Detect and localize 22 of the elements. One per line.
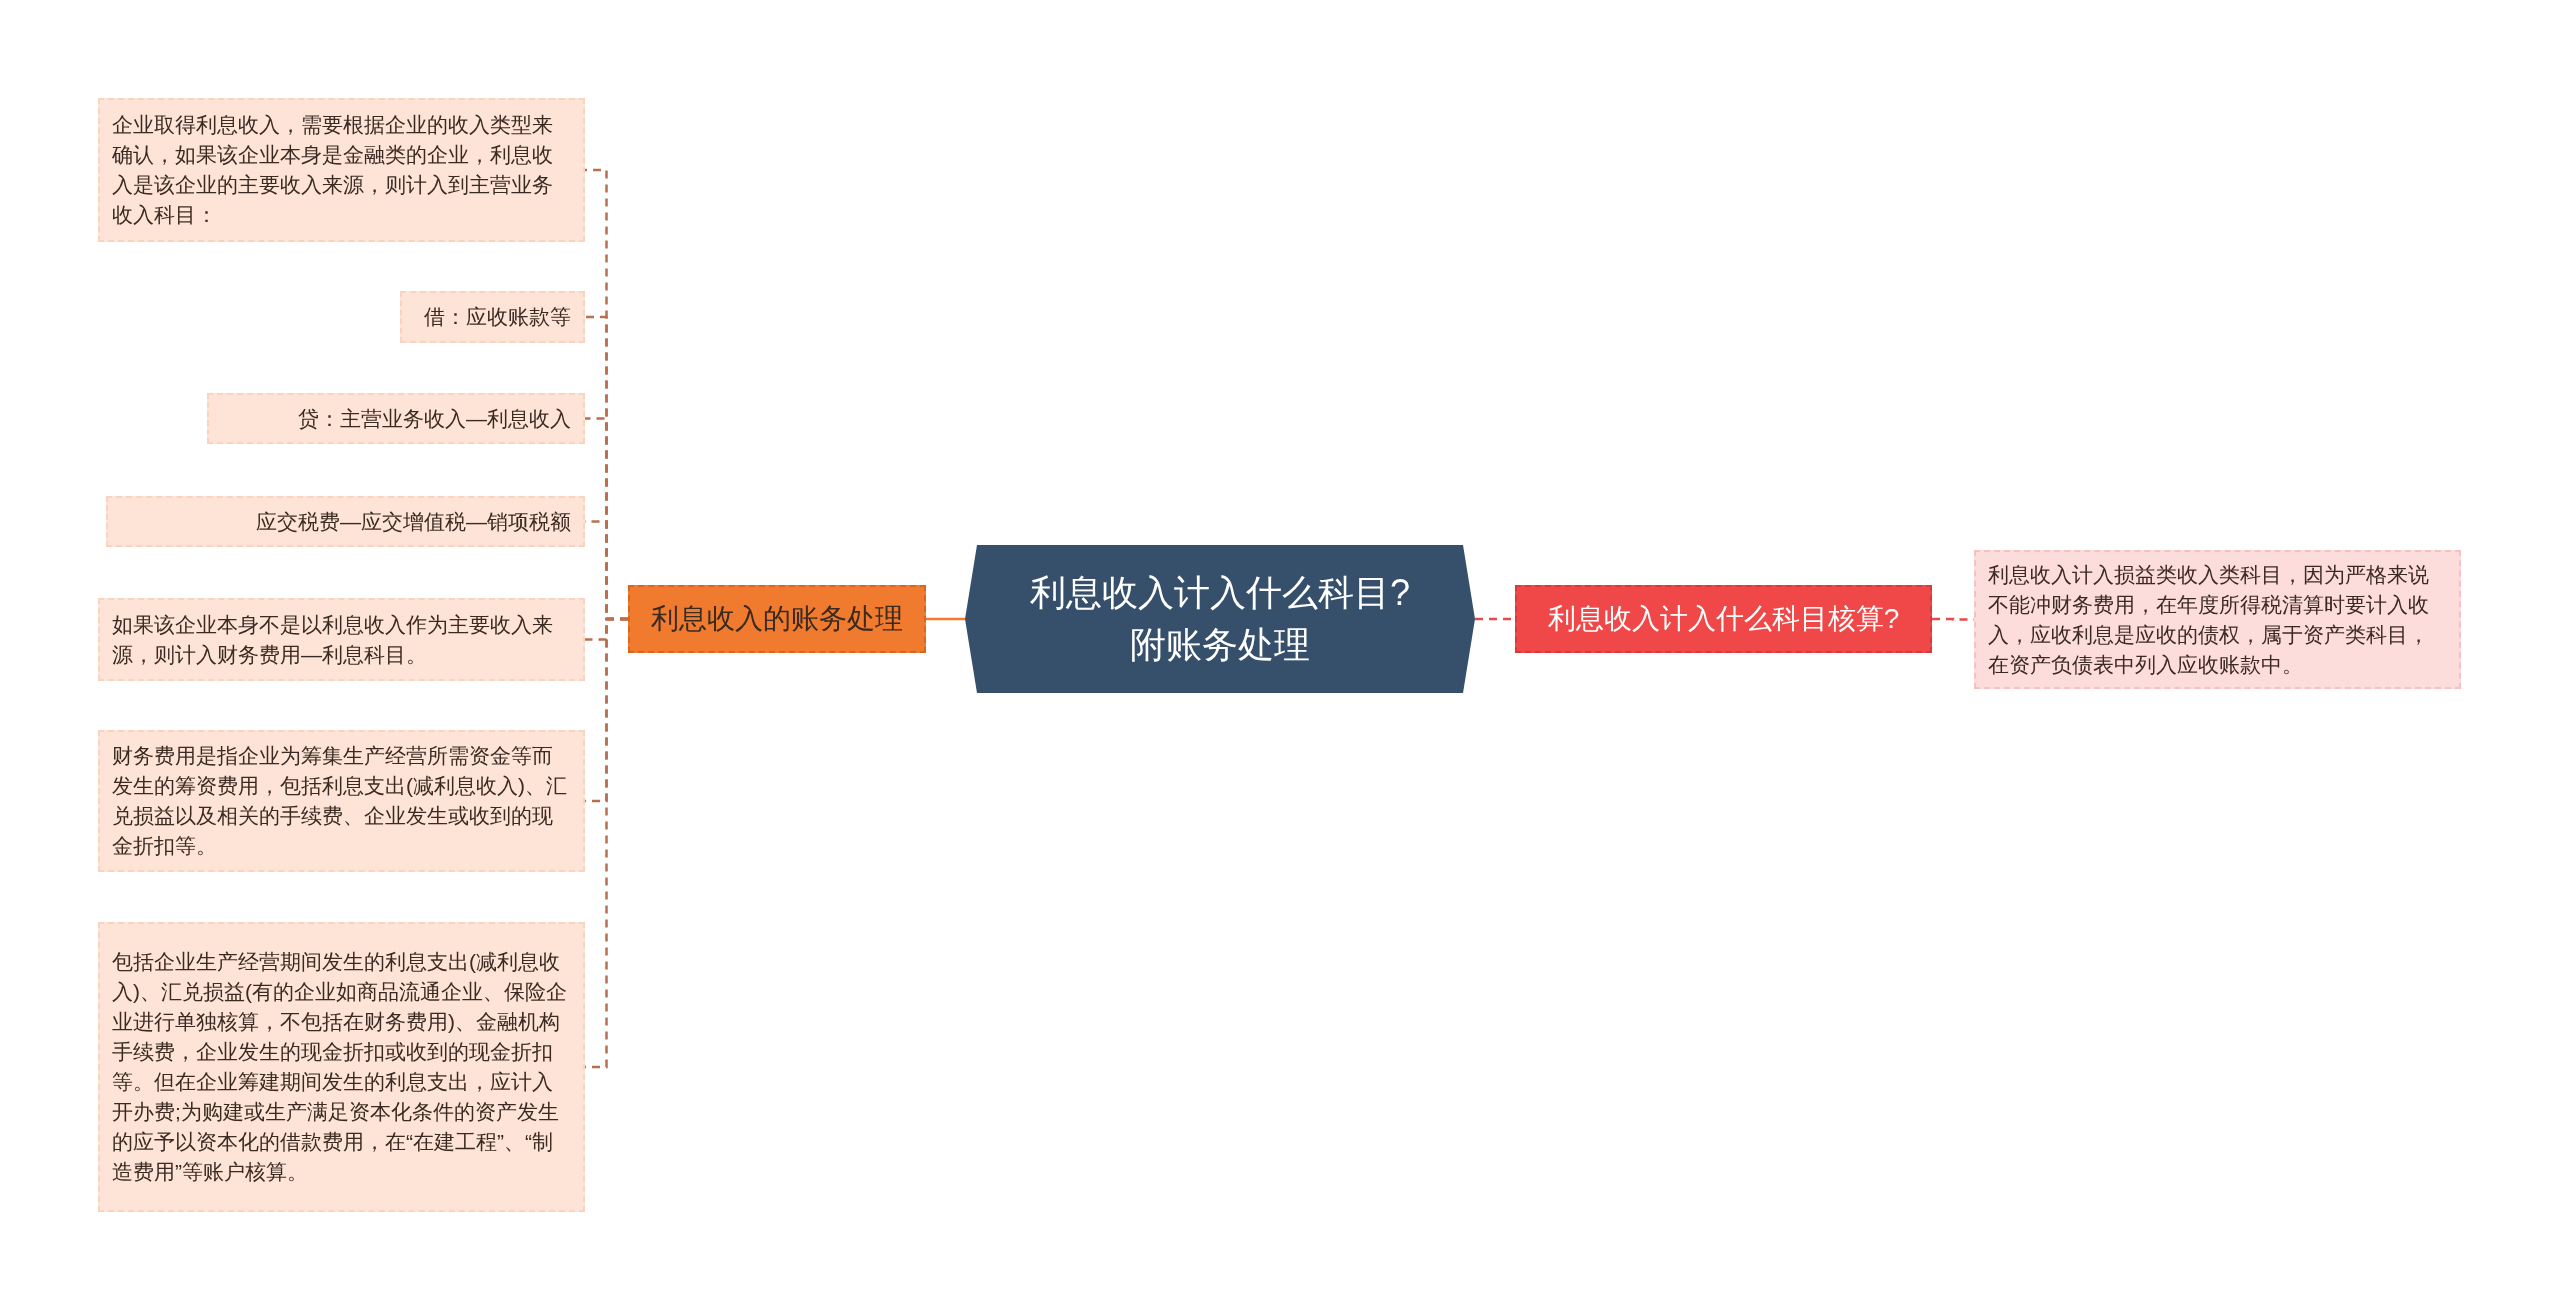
note-box — [98, 98, 585, 242]
note-box — [98, 922, 585, 1212]
note-box — [98, 730, 585, 872]
branch-box — [1515, 585, 1932, 653]
node-text: 包括企业生产经营期间发生的利息支出(减利息收入)、汇兑损益(有的企业如商品流通企业、保险企业进行单独核算，不包括在财务费用)、金融机构手续费，企业发生的现金折扣或收到的现金折扣等。但在企业筹建期间发生的利息支出，应计入开办费;为购建或生产满足资本化条件的资产发生的应予以资本化的借款费用，在“在建工程”、“制造费用”等账户核算。 — [112, 949, 568, 1185]
node-text: 企业取得利息收入，需要根据企业的收入类型来确认，如果该企业本身是金融类的企业，利息收入是该企业的主要收入来源，则计入到主营业务收入科目： — [112, 112, 554, 228]
connector-line — [926, 617, 965, 621]
note-box — [106, 496, 585, 547]
node-text: 利息收入计入损益类收入类科目，因为严格来说不能冲财务费用，在年度所得税清算时要计入收入，应收利息是应收的债权，属于资产类科目，在资产负债表中列入应收账款中。 — [1988, 561, 2430, 678]
node-text: 应交税费—应交增值税—销项税额 — [255, 508, 571, 535]
node-text: 利息收入计入什么科目?附账务处理 — [1029, 571, 1411, 667]
note-box — [207, 393, 585, 444]
note-box — [400, 291, 585, 343]
node-text: 借：应收账款等 — [423, 304, 571, 330]
node-text: 如果该企业本身不是以利息收入作为主要收入来源，则计入财务费用—利息科目。 — [112, 611, 554, 668]
note-box — [98, 598, 585, 681]
node-text: 利息收入计入什么科目核算? — [1547, 602, 1900, 636]
branch-box — [628, 585, 926, 653]
node-text: 财务费用是指企业为筹集生产经营所需资金等而发生的筹资费用，包括利息支出(减利息收入)、汇兑损益以及相关的手续费、企业发生或收到的现金折扣等。 — [112, 743, 568, 859]
note-box — [1974, 550, 2461, 689]
node-text: 贷：主营业务收入—利息收入 — [297, 405, 571, 432]
node-text: 利息收入的账务处理 — [651, 602, 903, 636]
